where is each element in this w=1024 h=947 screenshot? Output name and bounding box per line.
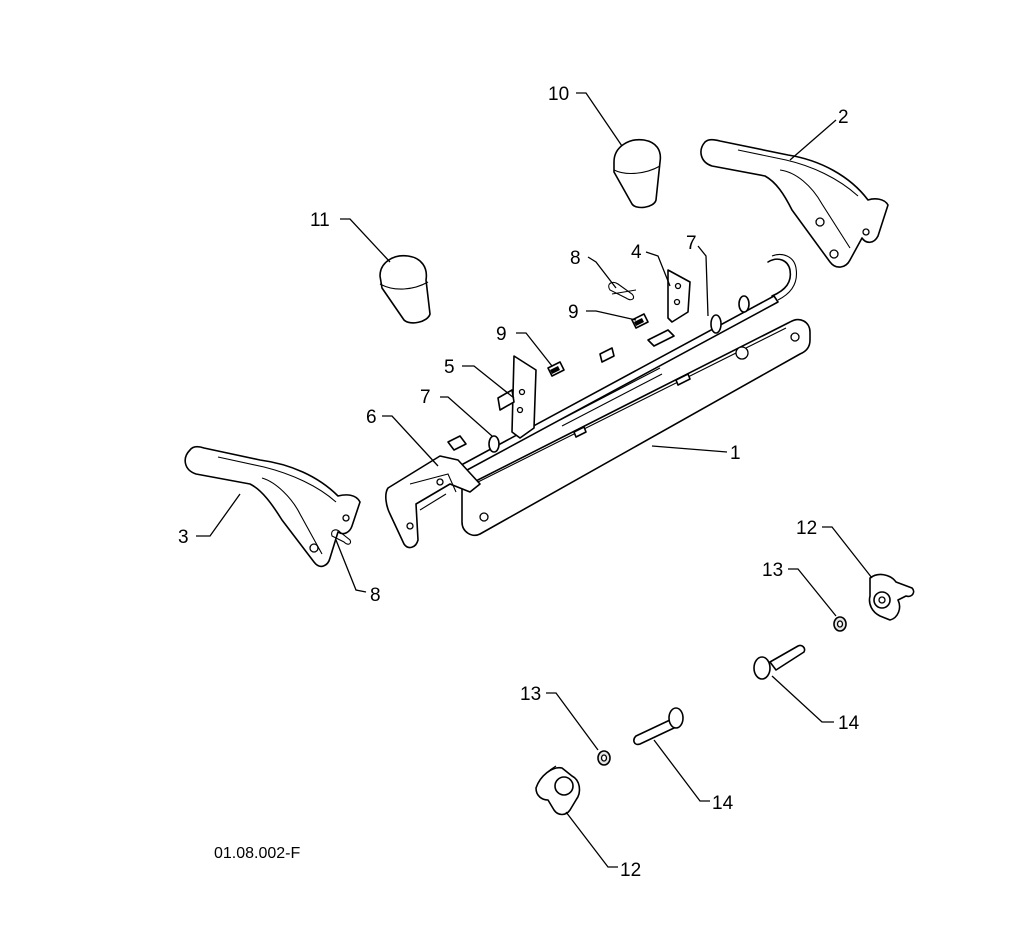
callout-7-upper: 7 xyxy=(686,233,697,254)
callout-3: 3 xyxy=(178,527,189,548)
callout-9-lower: 9 xyxy=(496,324,507,345)
leader-lines xyxy=(196,92,873,868)
callout-12-upper: 12 xyxy=(796,518,817,539)
callout-13-lower: 13 xyxy=(520,684,541,705)
star-knob-upper xyxy=(868,573,915,621)
screw-lower xyxy=(547,361,565,377)
callout-10: 10 xyxy=(548,84,569,105)
main-mounting-plate xyxy=(461,318,811,537)
callout-12-lower: 12 xyxy=(620,860,641,881)
adjustment-rod xyxy=(451,253,798,477)
right-lever-handle xyxy=(700,138,889,268)
nut-lower xyxy=(597,750,611,766)
spring-pin-upper xyxy=(608,281,637,301)
callout-4: 4 xyxy=(631,242,642,263)
callout-1: 1 xyxy=(730,443,741,464)
nut-upper xyxy=(833,616,847,632)
drawing-code: 01.08.002-F xyxy=(214,845,301,862)
carriage-bolt-lower xyxy=(633,707,684,746)
spring-pin-lower xyxy=(331,529,352,545)
callout-8-lower: 8 xyxy=(370,585,381,606)
callout-11: 11 xyxy=(310,210,330,231)
carriage-bolt-upper xyxy=(753,644,806,680)
screw-upper xyxy=(631,313,649,329)
callout-6: 6 xyxy=(366,407,377,428)
callout-14-lower: 14 xyxy=(712,793,734,814)
callout-14-upper: 14 xyxy=(838,713,860,734)
end-bracket xyxy=(385,435,481,549)
left-lever-handle xyxy=(184,445,361,568)
callout-7-lower: 7 xyxy=(420,387,431,408)
callout-9-upper: 9 xyxy=(568,302,579,323)
callout-labels: 1 2 3 4 5 6 7 7 8 8 9 9 10 11 12 12 13 1… xyxy=(178,84,860,881)
star-knob-lower xyxy=(535,765,581,816)
callout-8-upper: 8 xyxy=(570,248,581,269)
left-bracket xyxy=(497,347,615,439)
callout-5: 5 xyxy=(444,357,455,378)
right-bracket xyxy=(647,269,691,347)
left-lever-knob xyxy=(379,254,431,324)
callout-13-upper: 13 xyxy=(762,560,783,581)
callout-2: 2 xyxy=(838,107,849,128)
right-lever-knob xyxy=(613,138,662,209)
